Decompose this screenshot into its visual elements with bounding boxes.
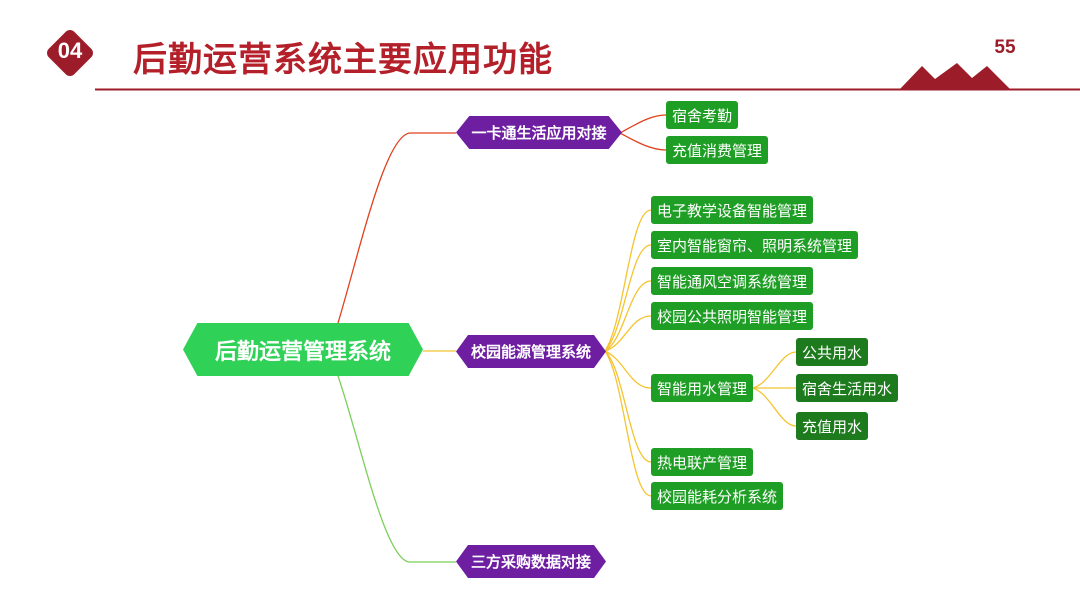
section-number: 04 bbox=[57, 38, 83, 63]
branch-card-integration: 一卡通生活应用对接 bbox=[456, 116, 622, 149]
leaf-recharge-consumption: 充值消费管理 bbox=[666, 136, 769, 164]
connector-branch2-leaf2 bbox=[604, 244, 652, 352]
connector-root-branch1 bbox=[337, 132, 456, 324]
connector-branch2-leaf3 bbox=[604, 280, 652, 352]
leaf-dorm-attendance: 宿舍考勤 bbox=[666, 101, 739, 129]
branch-energy-management: 校园能源管理系统 bbox=[456, 335, 606, 368]
page-number: 55 bbox=[994, 37, 1016, 58]
connector-branch1-leaf2 bbox=[619, 132, 667, 151]
leaf-curtain-lighting: 室内智能窗帘、照明系统管理 bbox=[651, 231, 859, 259]
connector-branch2-leaf5 bbox=[604, 350, 652, 389]
leaf-dorm-water: 宿舍生活用水 bbox=[796, 374, 899, 402]
connector-branch2-leaf1 bbox=[604, 209, 652, 352]
mountain-icon bbox=[900, 63, 1010, 89]
connector-branch2-leaf7 bbox=[604, 350, 652, 497]
connector-branch1-leaf1 bbox=[619, 114, 667, 134]
leaf-energy-analysis: 校园能耗分析系统 bbox=[651, 482, 784, 510]
branch-procurement-integration: 三方采购数据对接 bbox=[456, 545, 606, 578]
connector-branch2-leaf6 bbox=[604, 350, 652, 463]
leaf-teaching-equipment: 电子教学设备智能管理 bbox=[651, 196, 814, 224]
header-decoration bbox=[95, 63, 1080, 91]
leaf-recharge-water: 充值用水 bbox=[796, 412, 869, 440]
root-node: 后勤运营管理系统 bbox=[183, 323, 423, 376]
section-badge bbox=[47, 30, 93, 76]
connector-water-leaf1 bbox=[751, 351, 797, 389]
connector-water-leaf3 bbox=[751, 387, 797, 427]
leaf-cogeneration: 热电联产管理 bbox=[651, 448, 754, 476]
leaf-water-management: 智能用水管理 bbox=[651, 374, 754, 402]
leaf-ventilation-ac: 智能通风空调系统管理 bbox=[651, 267, 814, 295]
page-title: 后勤运营系统主要应用功能 bbox=[133, 40, 553, 80]
leaf-public-water: 公共用水 bbox=[796, 338, 869, 366]
connector-branch2-leaf4 bbox=[604, 315, 652, 352]
leaf-public-lighting: 校园公共照明智能管理 bbox=[651, 302, 814, 330]
connector-root-branch3 bbox=[337, 375, 456, 563]
